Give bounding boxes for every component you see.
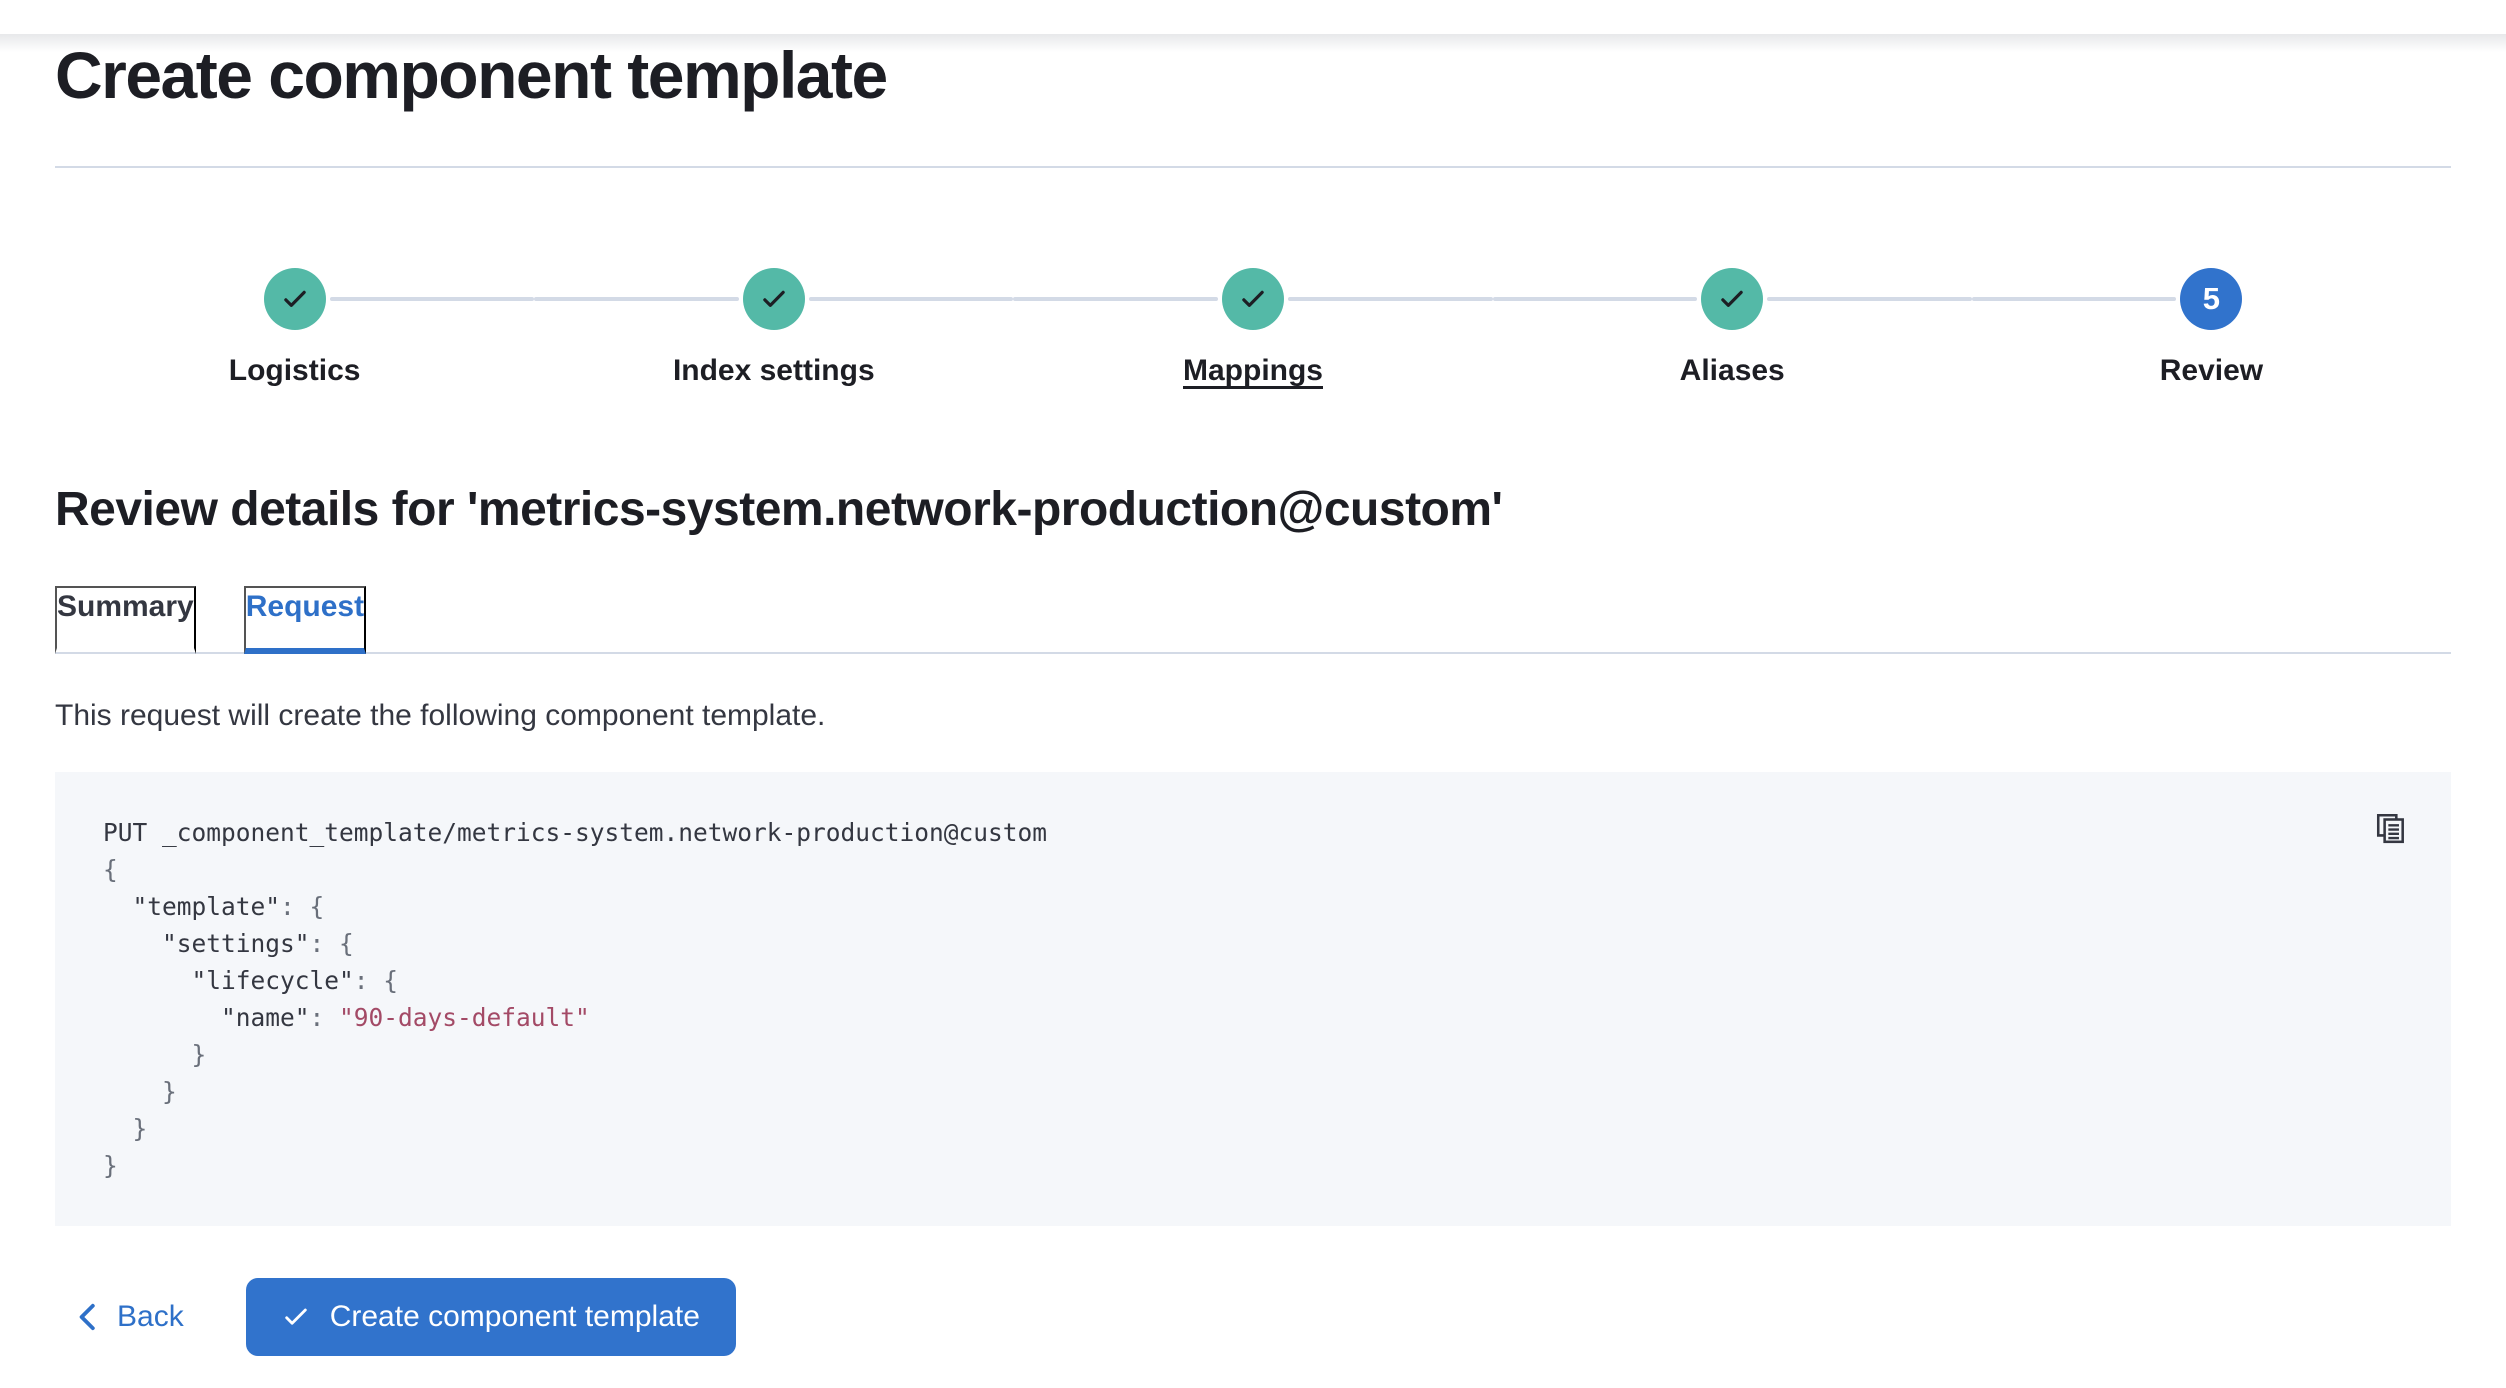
step-review[interactable]: 5 Review — [1971, 268, 2451, 390]
back-label: Back — [117, 1300, 184, 1333]
code-line: PUT _component_template/metrics-system.n… — [103, 818, 1048, 847]
code-punct: : { — [280, 892, 325, 921]
step-aliases[interactable]: Aliases — [1492, 268, 1972, 390]
step-label: Mappings — [1183, 354, 1323, 387]
step-label: Review — [2159, 354, 2264, 387]
step-complete-circle — [1222, 268, 1284, 330]
check-icon — [1242, 290, 1264, 307]
code-indent — [103, 929, 162, 958]
step-connector — [808, 297, 1014, 301]
step-index-settings[interactable]: Index settings — [534, 268, 1014, 390]
step-mappings[interactable]: Mappings — [1013, 268, 1493, 390]
code-indent — [103, 892, 133, 921]
step-connector — [329, 297, 535, 301]
request-description: This request will create the following c… — [55, 699, 826, 732]
step-label: Aliases — [1679, 354, 1785, 387]
code-punct: : { — [353, 966, 399, 995]
review-heading: Review details for 'metrics-system.netwo… — [55, 483, 1503, 536]
wizard-footer: Back Create component template — [55, 1278, 2451, 1356]
copy-to-clipboard-button[interactable] — [2371, 808, 2411, 848]
code-line: } — [103, 1114, 148, 1143]
step-label: Logistics — [228, 354, 361, 387]
chevron-left-icon — [79, 1303, 95, 1331]
page-title: Create component template — [55, 38, 888, 112]
code-line: } — [103, 1077, 177, 1106]
step-connector — [1288, 297, 1493, 301]
check-icon — [1721, 290, 1743, 307]
code-key: "template" — [132, 892, 281, 921]
back-button[interactable]: Back — [75, 1300, 184, 1334]
tab-request[interactable]: Request — [243, 586, 367, 654]
step-connector — [1767, 297, 1972, 301]
request-code: PUT _component_template/metrics-system.n… — [103, 814, 2403, 1184]
step-complete-circle — [742, 268, 805, 330]
code-punct: : — [309, 1003, 340, 1032]
create-component-template-page: Create component template Logistics Inde… — [0, 34, 2506, 1356]
header-divider — [55, 166, 2451, 168]
submit-label: Create component template — [329, 1300, 700, 1333]
review-tabs: Summary Request — [55, 586, 2451, 654]
code-indent — [103, 966, 192, 995]
code-line: } — [103, 1151, 118, 1180]
code-key: "settings" — [162, 929, 310, 958]
step-connector — [534, 297, 739, 301]
step-logistics[interactable]: Logistics — [55, 268, 535, 390]
request-code-panel: PUT _component_template/metrics-system.n… — [55, 772, 2451, 1226]
wizard-stepper: Logistics Index settings Mappings Alia — [55, 268, 2451, 390]
check-icon — [283, 290, 306, 307]
code-key: "lifecycle" — [191, 966, 354, 995]
step-complete-circle — [1701, 268, 1764, 330]
copy-clipboard-icon — [2376, 813, 2404, 844]
code-line: { — [103, 855, 118, 884]
step-number: 5 — [2202, 281, 2221, 316]
tab-summary[interactable]: Summary — [55, 586, 196, 654]
code-key: "name" — [221, 1003, 310, 1032]
code-line: } — [103, 1040, 207, 1069]
check-icon — [284, 1308, 307, 1325]
code-punct: : { — [309, 929, 354, 958]
check-icon — [763, 290, 785, 307]
create-component-template-button[interactable]: Create component template — [245, 1278, 736, 1356]
step-connector — [1971, 297, 2177, 301]
step-label: Index settings — [672, 354, 875, 387]
step-connector — [1013, 297, 1219, 301]
code-string-value: "90-days-default" — [339, 1003, 590, 1032]
step-connector — [1492, 297, 1698, 301]
step-current-circle: 5 — [2180, 268, 2243, 330]
step-complete-circle — [263, 268, 326, 330]
code-indent — [103, 1003, 221, 1032]
